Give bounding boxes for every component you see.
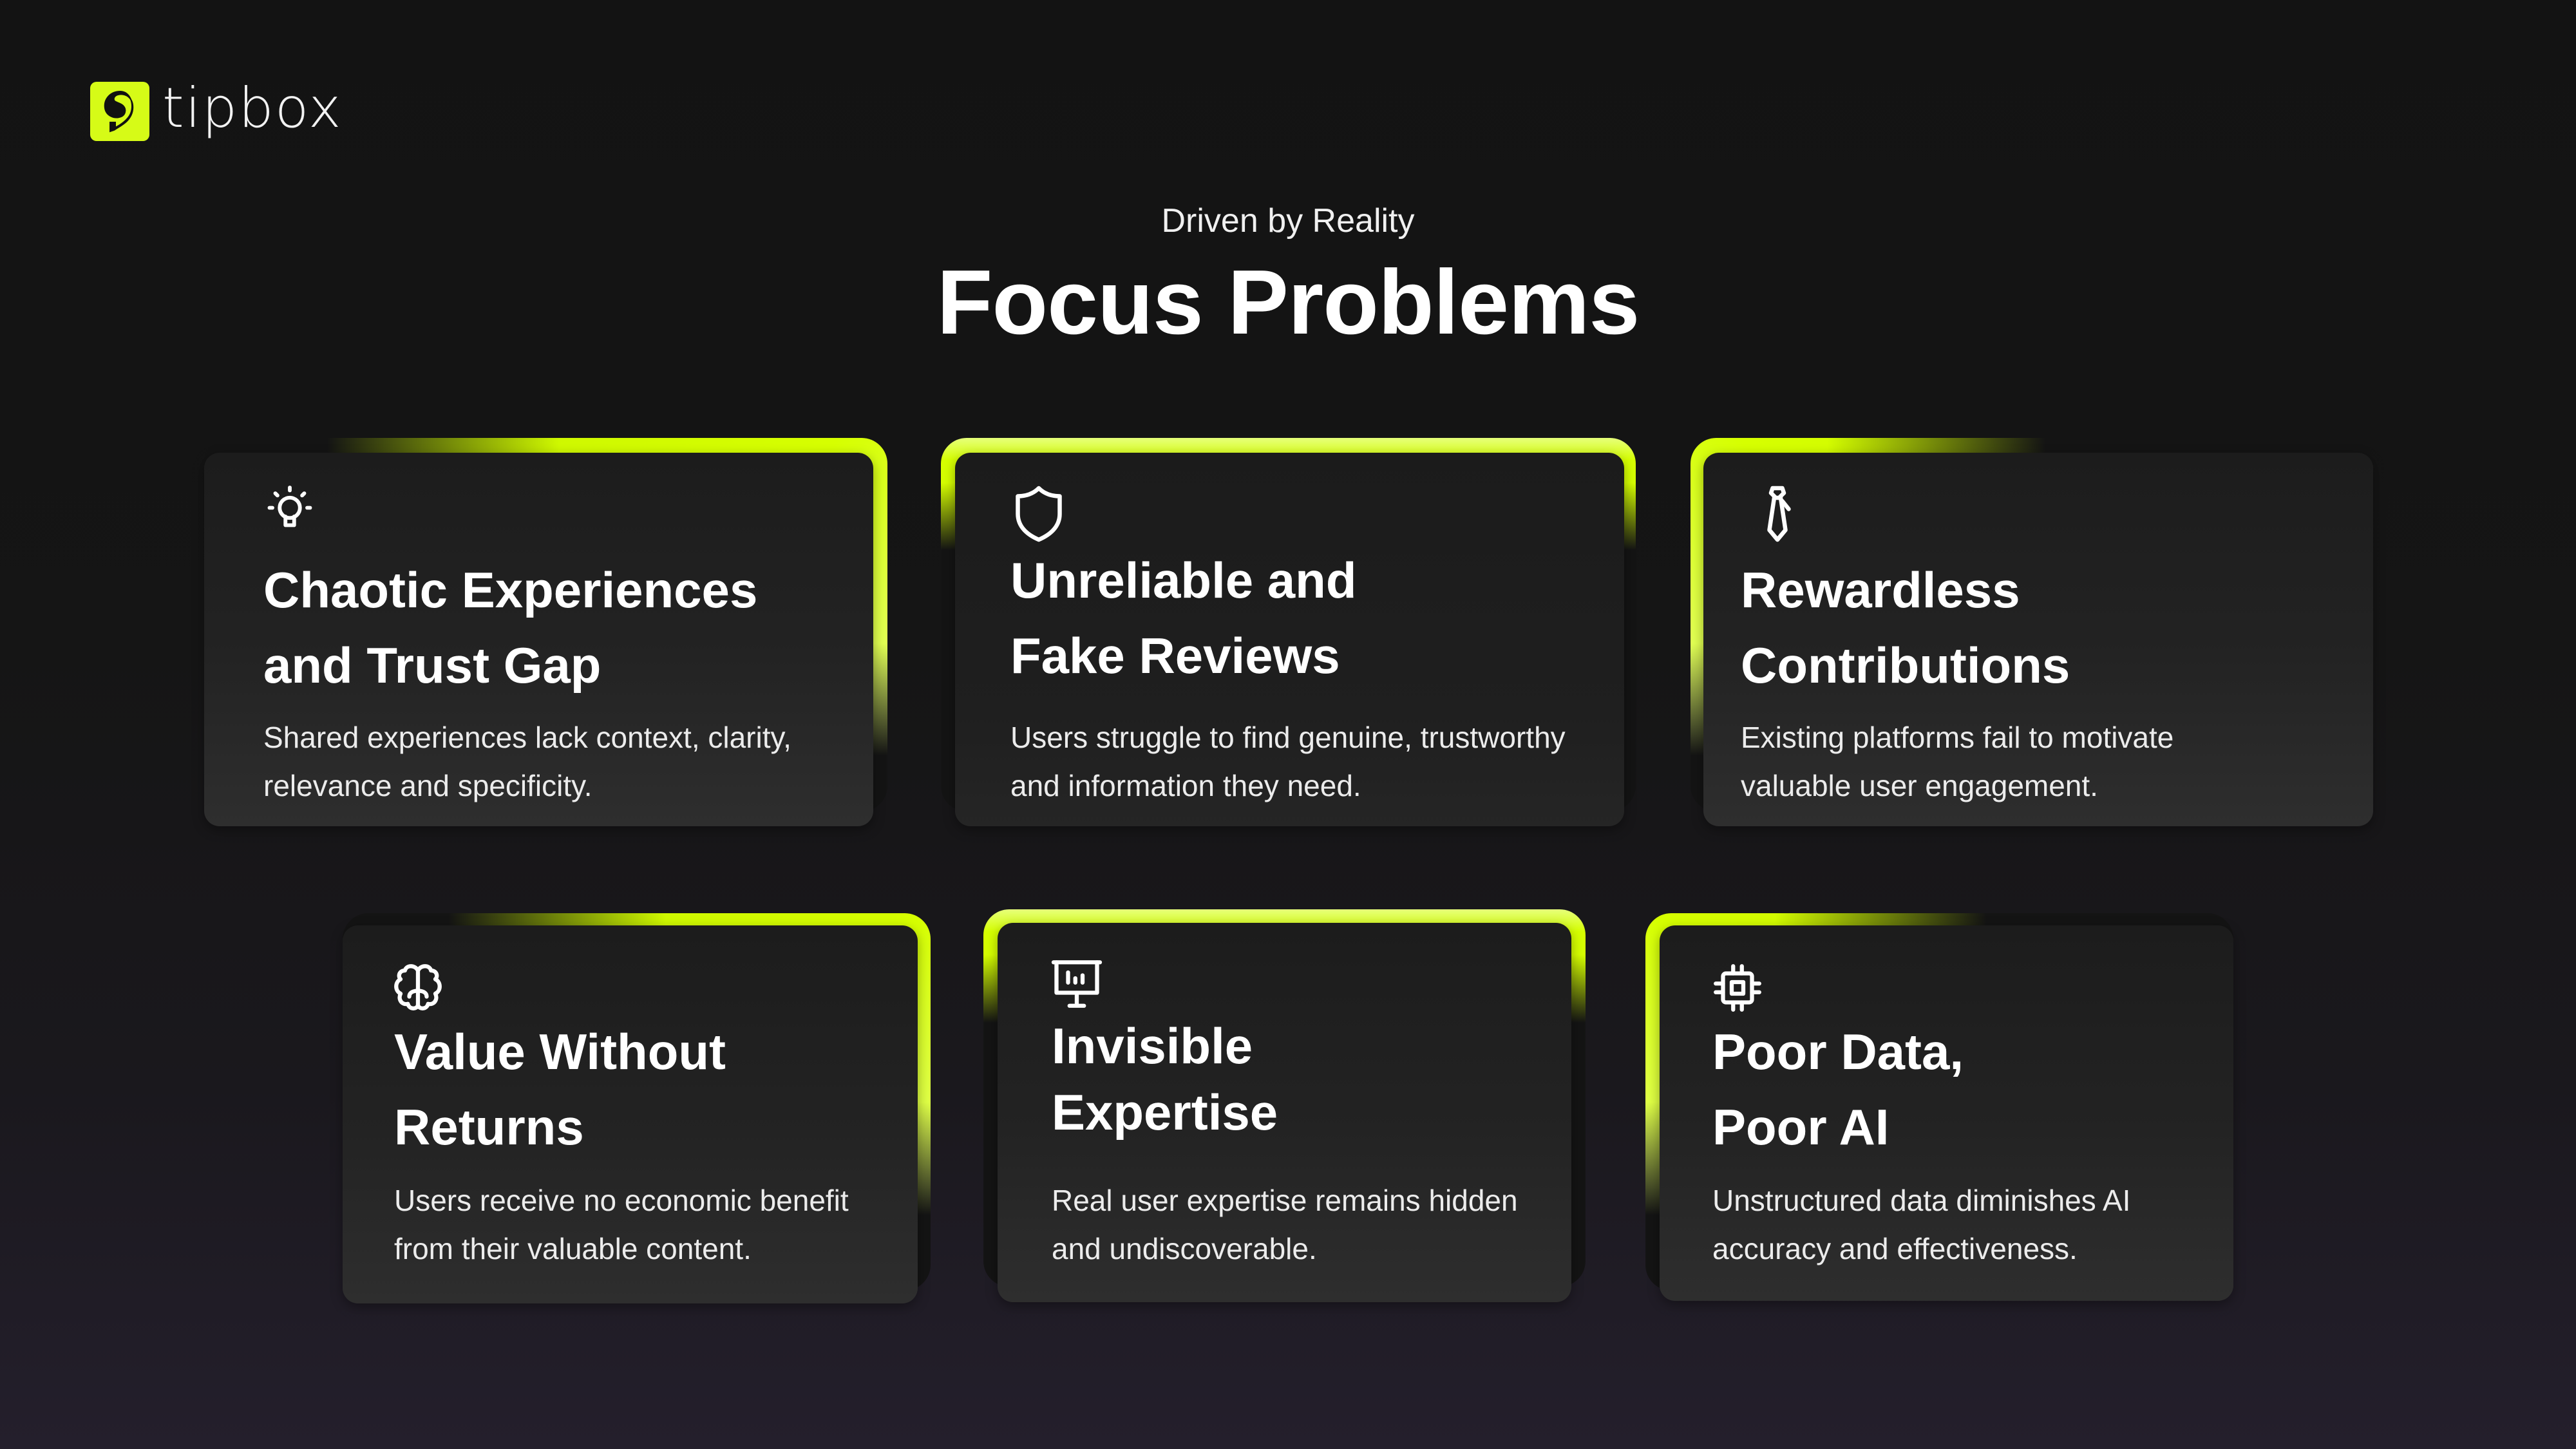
card-description: Unstructured data diminishes AI accuracy…: [1712, 1184, 2131, 1265]
card-title: Rewardless Contributions: [1741, 562, 2070, 694]
problem-card: Chaotic Experiences and Trust Gap Shared…: [204, 453, 873, 826]
card-description: Real user expertise remains hidden and u…: [1052, 1184, 1518, 1265]
problem-card: Rewardless Contributions Existing platfo…: [1703, 453, 2373, 826]
shield-icon: [1007, 482, 1071, 546]
brand-logo: tipbox: [90, 76, 343, 141]
card-title: Poor Data, Poor AI: [1712, 1023, 1964, 1155]
problem-card: Invisible Expertise Real user expertise …: [998, 923, 1571, 1302]
card-description: Existing platforms fail to motivate valu…: [1741, 721, 2174, 802]
problem-card: Unreliable and Fake Reviews Users strugg…: [955, 453, 1624, 826]
card-title: Invisible Expertise: [1052, 1018, 1278, 1141]
card-description: Shared experiences lack context, clarity…: [263, 721, 791, 802]
tipbox-logo-icon: [90, 82, 149, 141]
problem-card: Value Without Returns Users receive no e…: [343, 925, 918, 1303]
page-title: Focus Problems: [936, 251, 1640, 354]
presentation-chart-icon: [1048, 955, 1112, 1019]
tie-icon: [1748, 482, 1813, 546]
section-eyebrow: Driven by Reality: [1161, 202, 1415, 240]
card-title: Chaotic Experiences and Trust Gap: [263, 562, 758, 694]
brand-name: tipbox: [162, 76, 343, 140]
card-title: Value Without Returns: [394, 1023, 726, 1155]
card-description: Users receive no economic benefit from t…: [394, 1184, 849, 1265]
card-title: Unreliable and Fake Reviews: [1010, 552, 1357, 684]
lightbulb-icon: [261, 482, 325, 546]
problem-card: Poor Data, Poor AI Unstructured data dim…: [1660, 925, 2233, 1301]
brain-icon: [389, 959, 453, 1023]
cpu-chip-icon: [1709, 959, 1773, 1023]
card-description: Users struggle to find genuine, trustwor…: [1010, 721, 1566, 802]
